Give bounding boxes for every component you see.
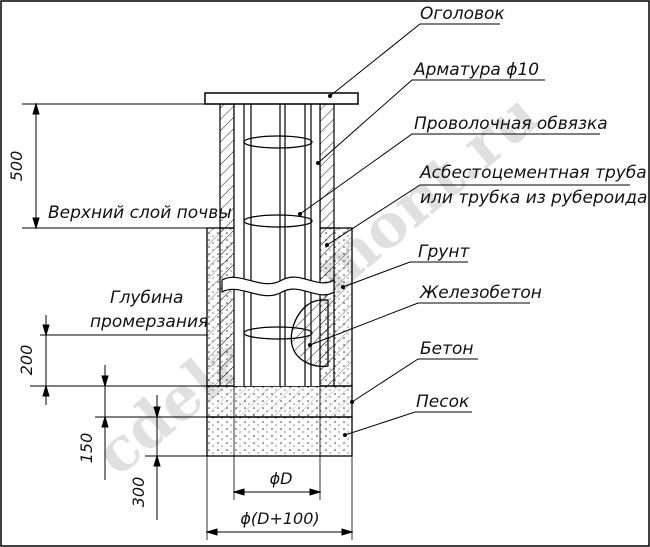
label-sand: Песок — [416, 392, 470, 412]
label-wire: Проволочная обвязка — [414, 114, 608, 134]
dim-phi-d-label: ϕD — [270, 469, 293, 488]
dimension-500 — [32, 102, 40, 230]
dim-500-label: 500 — [7, 151, 26, 182]
leader-lines — [299, 23, 630, 436]
label-soil: Грунт — [418, 242, 470, 262]
label-concrete: Бетон — [420, 339, 474, 359]
dim-150-label: 150 — [77, 433, 96, 464]
dimension-phi-d100 — [205, 528, 354, 536]
label-frost-2: промерзания — [90, 312, 208, 332]
pipe-wall-right — [319, 103, 335, 229]
dimension-300 — [153, 395, 161, 520]
label-pipe-2: или трубка из рубероида — [420, 188, 647, 208]
dimension-200 — [42, 315, 50, 405]
dim-300-label: 300 — [129, 477, 148, 508]
dim-200-label: 200 — [17, 345, 36, 376]
label-cap: Оголовок — [420, 4, 505, 24]
dim-phi-d100-label: ϕ(D+100) — [240, 509, 319, 528]
dimension-phi-d — [232, 488, 322, 496]
cap-plate — [204, 92, 359, 105]
label-frost-1: Глубина — [110, 288, 183, 308]
label-rebar: Арматура ϕ10 — [413, 60, 539, 80]
break-line — [221, 276, 335, 297]
concrete-hatch — [207, 386, 352, 417]
label-rc: Железобетон — [419, 283, 542, 303]
dimension-150 — [101, 365, 109, 480]
sand-layer — [206, 416, 353, 457]
label-pipe-1: Асбестоцементная труба — [419, 163, 647, 183]
rc-section-detail — [290, 299, 329, 368]
label-topsoil: Верхний слой почвы — [48, 203, 232, 223]
